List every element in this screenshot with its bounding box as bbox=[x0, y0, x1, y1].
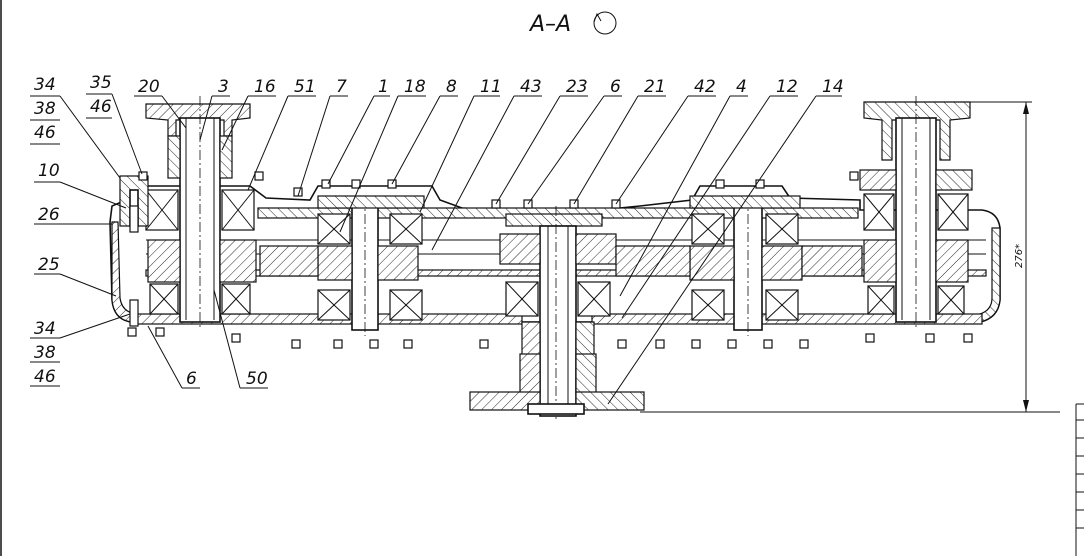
left-input-shaft bbox=[119, 96, 257, 328]
callout-38-bottom: 38 bbox=[34, 343, 56, 363]
callout-46-mid: 46 bbox=[90, 97, 112, 117]
callout-4: 4 bbox=[736, 77, 747, 97]
rotated-view-icon bbox=[593, 11, 617, 35]
right-upper-bearing bbox=[863, 193, 969, 231]
callout-3: 3 bbox=[218, 77, 229, 97]
callout-46-top: 46 bbox=[34, 123, 56, 143]
callout-6-top: 6 bbox=[610, 77, 621, 97]
callout-50: 50 bbox=[246, 369, 268, 389]
stage1-lower-bearing bbox=[317, 289, 423, 321]
callout-23: 23 bbox=[566, 77, 588, 97]
height-dimension: 276* bbox=[640, 101, 1060, 413]
callout-43: 43 bbox=[520, 77, 542, 97]
stage1-upper-bearing bbox=[317, 213, 423, 245]
callout-34-bottom: 34 bbox=[34, 319, 56, 339]
title-block-fragment bbox=[1075, 403, 1084, 556]
stage2-lower-bearing bbox=[691, 289, 799, 321]
callout-11: 11 bbox=[480, 77, 502, 97]
left-callouts: 34 38 46 35 46 10 26 25 34 38 46 bbox=[30, 73, 143, 387]
callout-26: 26 bbox=[38, 205, 60, 225]
callout-10: 10 bbox=[38, 161, 60, 181]
callout-1: 1 bbox=[378, 77, 389, 97]
stage2-upper-bearing bbox=[691, 213, 799, 245]
dimension-value: 276* bbox=[1014, 244, 1025, 268]
callout-38-top: 38 bbox=[34, 99, 56, 119]
callout-14: 14 bbox=[822, 77, 844, 97]
central-bearing bbox=[505, 281, 611, 317]
callout-25: 25 bbox=[38, 255, 60, 275]
callout-46-bottom: 46 bbox=[34, 367, 56, 387]
callout-18: 18 bbox=[404, 77, 426, 97]
callout-8: 8 bbox=[446, 77, 457, 97]
top-callouts: 20 3 16 51 7 1 18 8 11 43 23 6 2 bbox=[134, 77, 844, 405]
callout-34-top: 34 bbox=[34, 75, 56, 95]
left-upper-bearing bbox=[145, 189, 255, 231]
callout-42: 42 bbox=[694, 77, 716, 97]
callout-21: 21 bbox=[644, 77, 666, 97]
right-input-shaft bbox=[859, 96, 973, 328]
callout-51: 51 bbox=[294, 77, 316, 97]
callout-12: 12 bbox=[776, 77, 798, 97]
left-lower-bearing bbox=[149, 283, 251, 315]
callout-35: 35 bbox=[90, 73, 112, 93]
gear-stage-1 bbox=[259, 195, 425, 336]
callout-6-bottom: 6 bbox=[186, 369, 197, 389]
section-title: А–А bbox=[528, 12, 571, 37]
central-output-shaft bbox=[469, 206, 645, 422]
bottom-callouts: 6 50 bbox=[147, 289, 268, 389]
callout-16: 16 bbox=[254, 77, 276, 97]
callout-7: 7 bbox=[336, 77, 347, 97]
right-lower-bearing bbox=[867, 285, 965, 315]
callout-20: 20 bbox=[138, 77, 160, 97]
